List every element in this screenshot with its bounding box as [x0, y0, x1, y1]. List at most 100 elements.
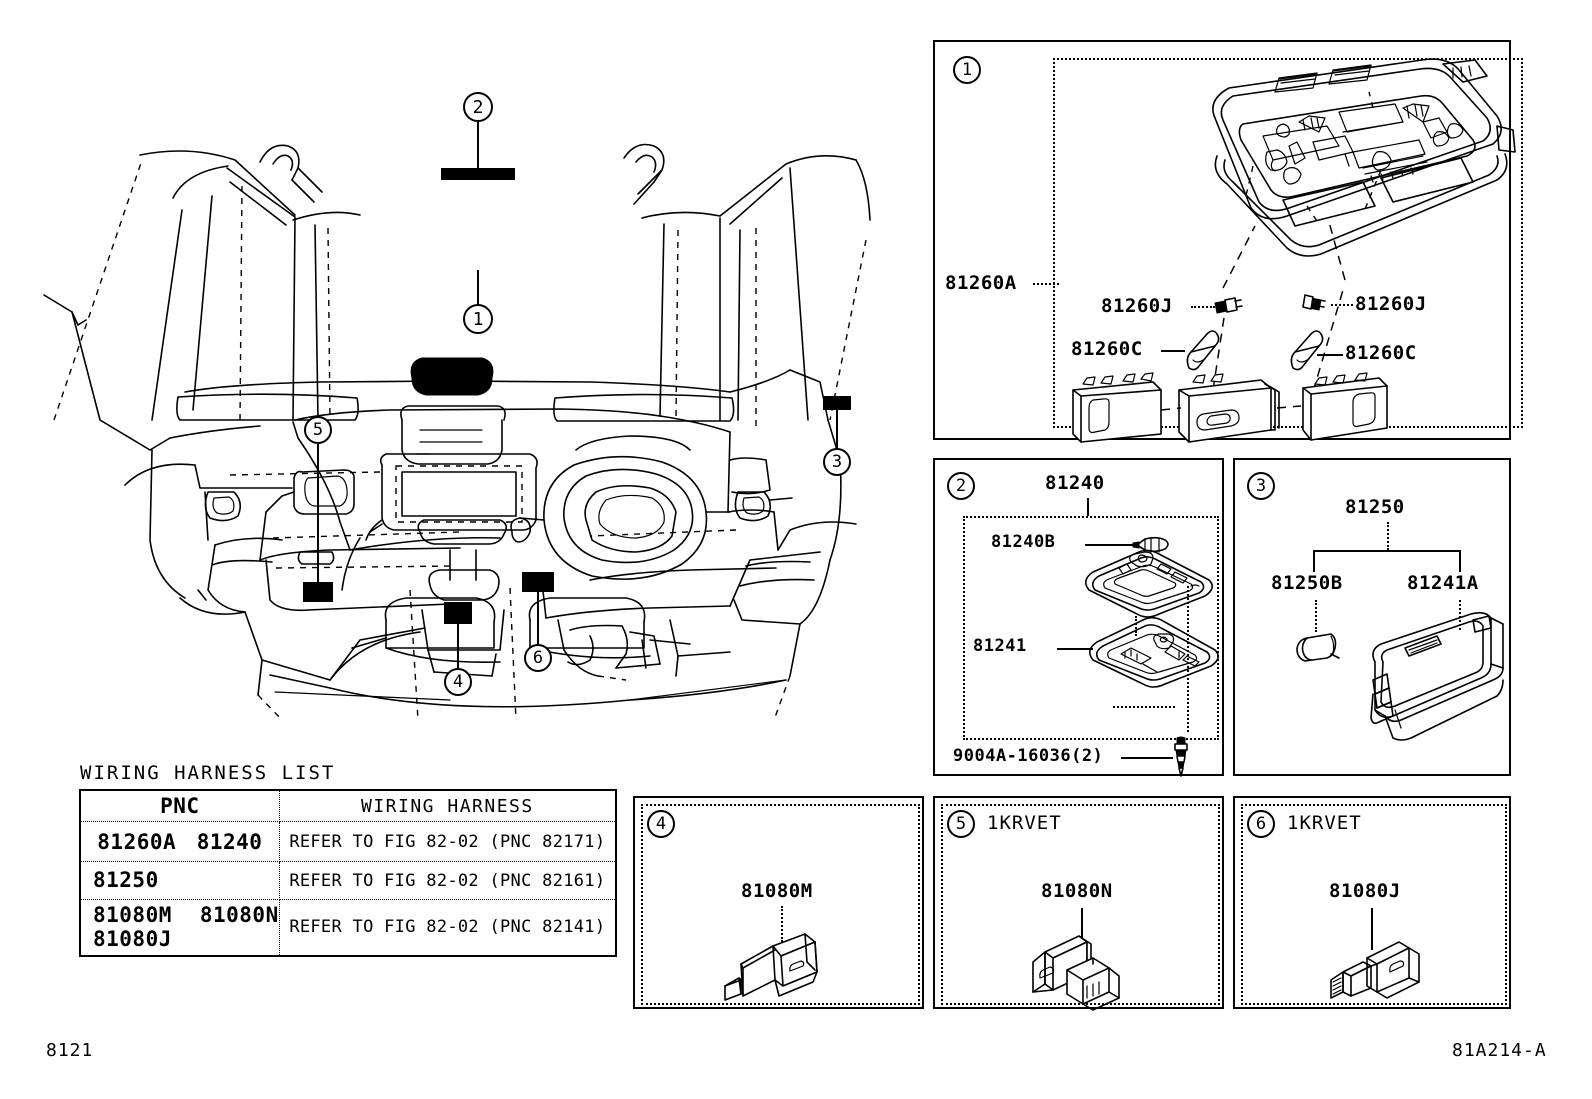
callout-5[interactable]: 5 [304, 416, 332, 444]
part-leader-81241 [1057, 648, 1093, 650]
table-row: 81080M 81080N 81080J REFER TO FIG 82-02 … [79, 899, 617, 956]
wiring-harness-table: PNC WIRING HARNESS 81260A 81240 REFER TO… [79, 789, 617, 957]
part-label-81080J: 81080J [1329, 880, 1401, 902]
panel-1-exploded-leaders [1212, 221, 1346, 393]
panel-3-title: 81250 [1345, 496, 1405, 518]
connector-81080J-drawing [1330, 941, 1420, 999]
panel-3-tree-right [1459, 550, 1461, 572]
panel-3-tree-bar [1313, 550, 1461, 552]
part-leader-81260J-left [1191, 306, 1215, 308]
cell-harness-1: REFER TO FIG 82-02 (PNC 82171) [278, 821, 617, 862]
part-leader-81260C-right [1317, 354, 1343, 356]
bulb-81260J-left-drawing [1214, 297, 1243, 314]
header-wiring-harness: WIRING HARNESS [278, 789, 617, 822]
part-label-81260C-right: 81260C [1345, 342, 1417, 364]
cell-pnc-2: 81250 [79, 861, 280, 900]
callout-1[interactable]: 1 [463, 304, 493, 334]
pnc-code: 81080J [93, 927, 172, 952]
harness-list-title: WIRING HARNESS LIST [80, 762, 336, 784]
panel-6-variant: 1KRVET [1287, 812, 1362, 834]
pnc-code: 81080M [93, 903, 172, 928]
panel-2-title: 81240 [1045, 472, 1105, 494]
panel-3: 3 81250 81250B 81241A [1233, 458, 1511, 776]
bulb-81250B-drawing [1296, 633, 1340, 662]
callout-4-marker [444, 602, 472, 624]
figure-number-left: 8121 [46, 1040, 94, 1061]
cell-pnc-1: 81260A 81240 [79, 821, 280, 862]
callout-5-marker [303, 582, 333, 602]
callout-6-marker [522, 572, 554, 592]
panel-2-number: 2 [947, 472, 975, 500]
callout-2-leader [477, 118, 479, 170]
callout-4[interactable]: 4 [444, 668, 472, 696]
room-lamp-lens-drawing [1085, 549, 1213, 618]
part-leader-81240B [1085, 544, 1135, 546]
callout-5-leader [317, 544, 319, 586]
callout-3-leader [836, 410, 838, 450]
overhead-console-drawing [1212, 58, 1516, 257]
panel-4: 4 81080M [633, 796, 924, 1009]
lens-covers-drawing [1072, 372, 1388, 443]
pnc-code: 81260A [97, 829, 177, 854]
part-label-81260J-left: 81260J [1101, 295, 1173, 317]
panel-2-inner-frame [963, 516, 1219, 740]
callout-3-marker [823, 396, 851, 410]
room-lamp-body-drawing [1089, 616, 1219, 688]
panel-5-variant: 1KRVET [987, 812, 1062, 834]
panel-2-title-leader [1087, 498, 1089, 516]
panel-3-tree-stem [1387, 522, 1389, 550]
part-leader-81241A [1459, 600, 1461, 630]
cell-pnc-3: 81080M 81080N 81080J [79, 899, 280, 956]
callout-6[interactable]: 6 [524, 644, 552, 672]
panel-2-align-line-bottom [1113, 706, 1175, 708]
callout-2[interactable]: 2 [463, 92, 493, 122]
part-leader-81080N [1081, 908, 1083, 944]
callout-3[interactable]: 3 [823, 448, 851, 476]
panel-5-number: 5 [947, 810, 975, 838]
callout-5-leader-upper [317, 444, 319, 544]
panel-1-inner-frame [1053, 58, 1523, 428]
connector-81080M-drawing [724, 933, 818, 1001]
bulb-81260C-right-drawing [1290, 330, 1324, 371]
panel-3-tree-left [1313, 550, 1315, 572]
panel-2-align-line-mid [1135, 616, 1137, 636]
part-label-81240B: 81240B [991, 532, 1056, 552]
part-leader-81260A [1033, 283, 1059, 285]
part-label-81260J-right: 81260J [1355, 293, 1427, 315]
door-lamp-lens-drawing [1370, 611, 1504, 741]
part-label-81241: 81241 [973, 636, 1027, 656]
pnc-code: 81250 [93, 868, 159, 893]
callout-4-leader [457, 624, 459, 672]
cell-harness-2: REFER TO FIG 82-02 (PNC 82161) [278, 861, 617, 900]
callout-2-marker [441, 168, 515, 180]
part-label-9004A: 9004A-16036(2) [953, 746, 1104, 766]
table-row: 81250 REFER TO FIG 82-02 (PNC 82161) [79, 861, 617, 900]
part-leader-81080M [781, 906, 783, 942]
part-leader-81260J-right [1331, 304, 1353, 306]
connector-81080N-drawing [1032, 935, 1120, 1011]
figure-number-right: 81A214-A [1452, 1040, 1547, 1061]
cell-harness-3: REFER TO FIG 82-02 (PNC 82141) [278, 899, 617, 956]
panel-6-number: 6 [1247, 810, 1275, 838]
part-label-81241A: 81241A [1407, 572, 1479, 594]
panel-3-number: 3 [1247, 472, 1275, 500]
panel-6: 6 1KRVET 81080J [1233, 796, 1511, 1009]
panel-4-inner-frame [641, 804, 920, 1005]
panel-2: 2 81240 81240B 81241 [933, 458, 1224, 777]
pnc-code: 81240 [196, 829, 263, 854]
panel-5-inner-frame [941, 804, 1220, 1005]
panel-1-number: 1 [953, 56, 981, 84]
part-leader-81260C-left [1161, 350, 1185, 352]
part-label-81260A: 81260A [945, 272, 1017, 294]
panel-1: 1 81260A [933, 40, 1523, 443]
part-label-81260C-left: 81260C [1071, 338, 1143, 360]
panel-2-align-line-right [1187, 586, 1189, 732]
part-leader-9004A [1121, 757, 1173, 759]
screw-9004A-drawing [1174, 736, 1188, 777]
part-label-81250B: 81250B [1271, 572, 1343, 594]
panel-4-number: 4 [647, 810, 675, 838]
bulb-81260C-left-drawing [1186, 330, 1220, 371]
part-label-81080N: 81080N [1041, 880, 1113, 902]
vehicle-interior-illustration: 2 1 5 4 6 [30, 92, 890, 721]
table-row: 81260A 81240 REFER TO FIG 82-02 (PNC 821… [79, 821, 617, 862]
